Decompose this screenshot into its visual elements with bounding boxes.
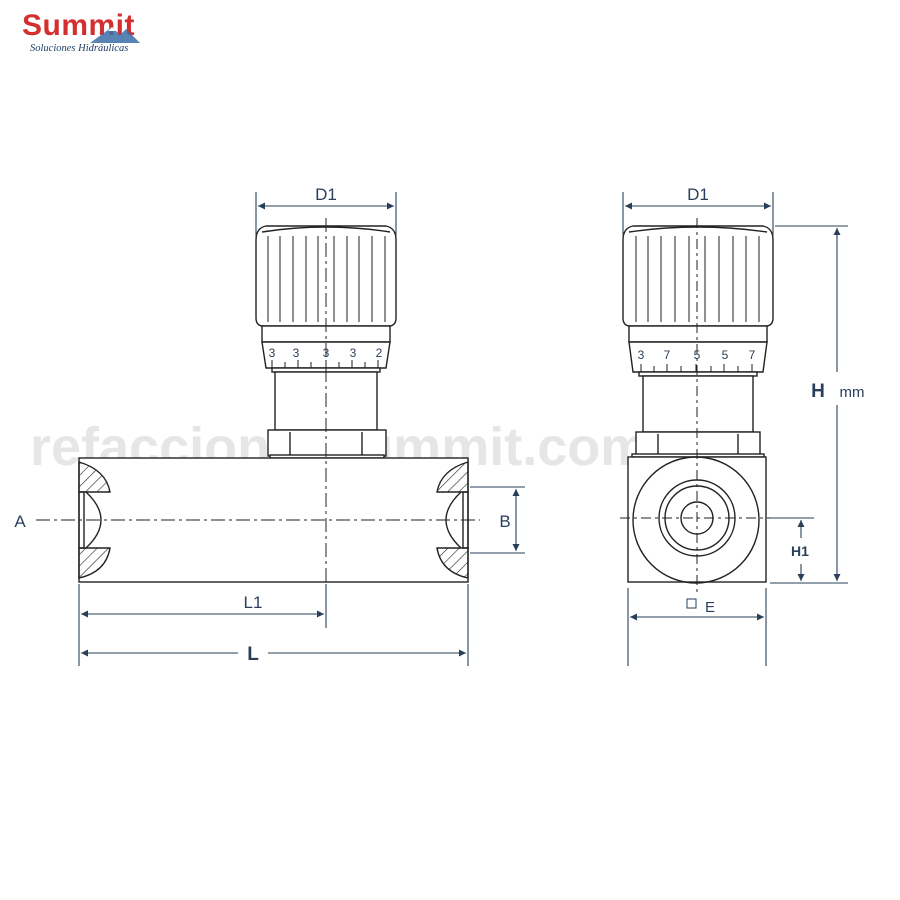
- scale-number: 3: [638, 348, 645, 362]
- brand-tagline: Soluciones Hidráulicas: [30, 43, 129, 54]
- brand-logo: Summit Soluciones Hidráulicas: [22, 10, 152, 55]
- label-l: L: [247, 644, 259, 665]
- label-port-b: B: [499, 512, 510, 531]
- scale-number: 3: [293, 346, 300, 360]
- side-scale-numbers: 3 7 5 5 7: [638, 348, 756, 362]
- side-view: [622, 225, 774, 584]
- front-view: [78, 225, 469, 583]
- front-scale-numbers: 3 3 3 3 2: [269, 346, 383, 360]
- scale-number: 7: [664, 348, 671, 362]
- label-h: H: [811, 381, 825, 402]
- scale-number: 3: [350, 346, 357, 360]
- front-centerlines: [36, 218, 480, 620]
- scale-number: 3: [269, 346, 276, 360]
- scale-number: 3: [323, 346, 330, 360]
- scale-number: 7: [749, 348, 756, 362]
- mountain-icon: [90, 27, 140, 43]
- label-d1-front: D1: [315, 185, 337, 204]
- label-d1-side: D1: [687, 185, 709, 204]
- side-dimensions: [622, 192, 848, 666]
- label-port-a: A: [14, 512, 26, 531]
- scale-number: 5: [722, 348, 729, 362]
- label-h1: H1: [791, 543, 809, 559]
- label-l1: L1: [244, 593, 263, 612]
- side-centerlines: [620, 218, 774, 592]
- label-e: E: [705, 599, 715, 616]
- scale-number: 2: [376, 346, 383, 360]
- label-h-unit: mm: [840, 384, 865, 401]
- scale-number: 5: [694, 348, 701, 362]
- front-dimensions: [78, 192, 525, 666]
